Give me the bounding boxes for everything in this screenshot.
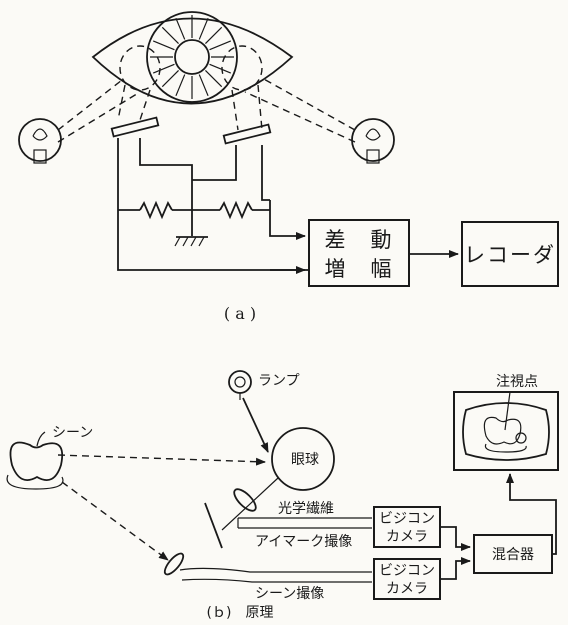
- illumination-rays: [57, 77, 356, 143]
- svg-text:混合器: 混合器: [492, 547, 534, 563]
- panel-a: 差 動 増 幅 レコーダ ( a ): [18, 11, 559, 323]
- eyeball-label: 眼球: [291, 452, 319, 468]
- left-photosensor: [110, 116, 160, 138]
- ground-symbol: [174, 236, 208, 247]
- left-spot: [119, 45, 161, 91]
- iris-ray: [175, 17, 186, 40]
- half-mirror: [204, 502, 223, 549]
- right-photosensor: [222, 123, 272, 145]
- iris-ray: [198, 17, 209, 40]
- right-spot: [221, 45, 263, 91]
- monitor: [453, 391, 559, 471]
- caption-b: (ｂ) 原理: [207, 605, 274, 621]
- fixation-label: 注視点: [496, 374, 538, 390]
- amp-label-line2: 増 幅: [325, 257, 394, 281]
- lens: [233, 488, 257, 512]
- scene-label: シーン: [52, 425, 93, 441]
- monitor-scene-object: [483, 416, 527, 453]
- panel-b: ランプ シーン 眼球 光学繊維 アイマーク撮像 シーン撮像: [6, 370, 559, 621]
- iris: [146, 11, 238, 103]
- iris-ray: [205, 70, 223, 88]
- resistor-left: [139, 200, 173, 220]
- iris-ray: [161, 70, 179, 88]
- fiber-label: 光学繊維: [278, 501, 334, 517]
- eye-outline: [91, 17, 294, 105]
- lamp-label: ランプ: [258, 373, 300, 389]
- vidicon-camera-1: ビジコン カメラ: [373, 506, 441, 548]
- right-lamp: [351, 118, 395, 164]
- iris-ray: [198, 74, 209, 97]
- iris-ray: [205, 26, 223, 44]
- scene-lens: [163, 552, 185, 576]
- resistor-right: [219, 200, 253, 220]
- svg-text:カメラ: カメラ: [386, 529, 428, 545]
- iris-ray: [152, 63, 175, 74]
- caption-a: ( a ): [224, 304, 256, 323]
- pupil: [174, 39, 210, 75]
- iris-rays: [150, 15, 234, 99]
- eyeball: [271, 427, 335, 491]
- mixer: 混合器: [473, 534, 553, 574]
- iris-ray: [209, 63, 232, 74]
- recorder-label: レコーダ: [464, 243, 556, 267]
- amp-label-line1: 差 動: [325, 228, 394, 252]
- iris-ray: [161, 26, 179, 44]
- iris-ray: [152, 40, 175, 51]
- recorder: レコーダ: [461, 221, 559, 287]
- left-lamp: [18, 118, 62, 164]
- bridge-circuit: [117, 138, 308, 274]
- svg-text:ビジコン: ビジコン: [379, 511, 435, 527]
- scene-camera-label: シーン撮像: [255, 585, 324, 602]
- iris-ray: [209, 40, 232, 51]
- vidicon-camera-2: ビジコン カメラ: [373, 558, 441, 600]
- eyemark-camera-label: アイマーク撮像: [255, 533, 352, 550]
- lamp-icon: [228, 370, 252, 400]
- svg-text:カメラ: カメラ: [386, 581, 428, 597]
- differential-amplifier: 差 動 増 幅: [308, 219, 410, 287]
- svg-text:ビジコン: ビジコン: [379, 563, 435, 579]
- iris-ray: [175, 74, 186, 97]
